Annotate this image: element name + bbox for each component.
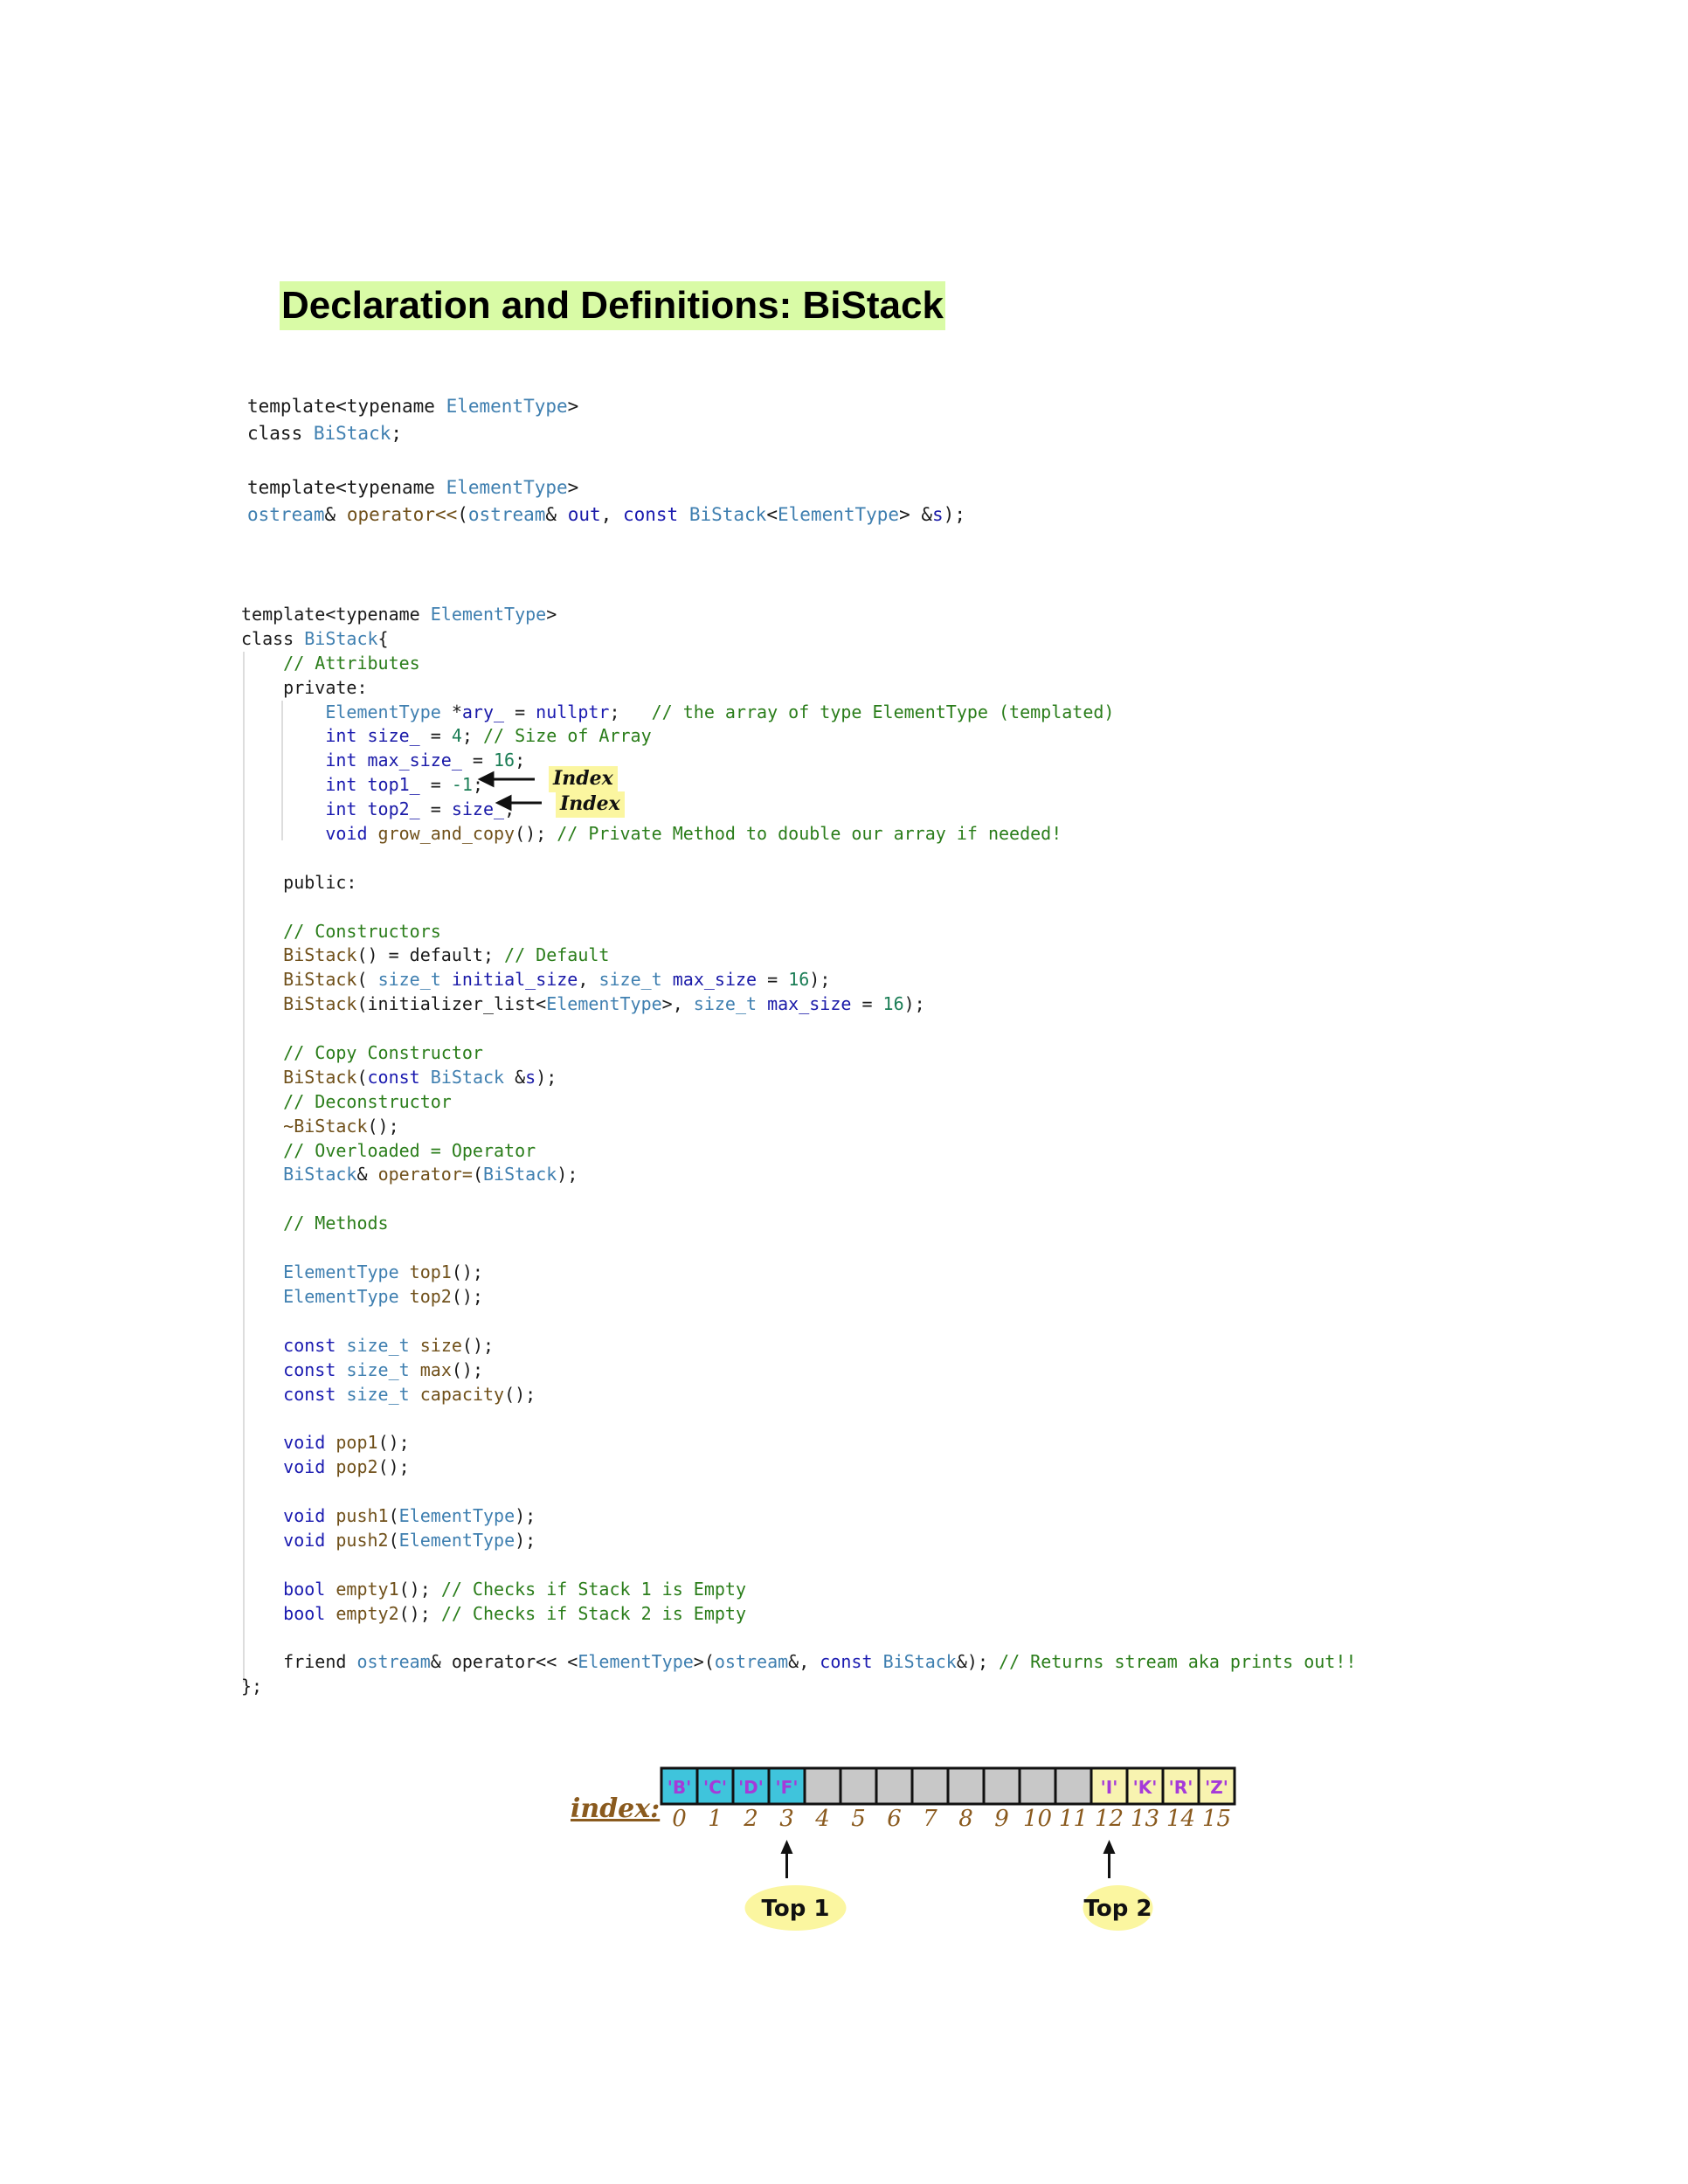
array-cell: [946, 1766, 986, 1806]
index-number: 2: [743, 1806, 758, 1832]
index-number: 3: [779, 1806, 794, 1832]
array-cell: [803, 1766, 842, 1806]
code-indent-guide: [281, 701, 283, 840]
index-number: 12: [1095, 1806, 1124, 1832]
array-cell-value: 'C': [703, 1777, 727, 1798]
index-number: 0: [672, 1806, 687, 1832]
array-cell: [767, 1766, 806, 1806]
index-number: 10: [1023, 1806, 1052, 1832]
index-number: 15: [1202, 1806, 1231, 1832]
code-indent-guide: [243, 652, 245, 1683]
top2-highlight: [1083, 1885, 1153, 1931]
array-cell: [1018, 1766, 1057, 1806]
array-cell: [1161, 1766, 1200, 1806]
array-cell: [875, 1766, 914, 1806]
array-cell: [982, 1766, 1021, 1806]
index-number: 7: [923, 1806, 937, 1832]
index-annotation-top2: Index: [556, 791, 625, 818]
array-cell: [910, 1766, 950, 1806]
array-cell: [1054, 1766, 1093, 1806]
array-cell: [660, 1766, 699, 1806]
index-label: index:: [571, 1794, 660, 1824]
index-annotation-top1: Index: [549, 766, 618, 792]
array-cell: [731, 1766, 771, 1806]
array-cell: [1125, 1766, 1165, 1806]
array-cell: [839, 1766, 878, 1806]
array-cell: [695, 1766, 735, 1806]
array-cell-value: 'Z': [1205, 1777, 1228, 1798]
forward-declarations: template<typename ElementType> class BiS…: [247, 396, 965, 525]
array-cell-value: 'R': [1169, 1777, 1193, 1798]
index-number: 6: [887, 1806, 902, 1832]
array-cell-value: 'D': [738, 1777, 764, 1798]
array-cell-value: 'K': [1133, 1777, 1158, 1798]
index-number: 1: [708, 1806, 723, 1832]
index-number: 14: [1166, 1806, 1195, 1832]
top2-label: Top 2: [1084, 1896, 1152, 1922]
top1-label: Top 1: [762, 1896, 830, 1922]
top1-highlight: [744, 1885, 847, 1931]
page-title: Declaration and Definitions: BiStack: [280, 281, 945, 330]
array-cell-value: 'F': [776, 1777, 799, 1798]
class-declaration: template<typename ElementType>class BiSt…: [241, 604, 1357, 1697]
top1-arrowhead: [780, 1840, 793, 1854]
array-cell: [1197, 1766, 1236, 1806]
index-number: 4: [814, 1806, 830, 1832]
array-cell-value: 'B': [668, 1777, 692, 1798]
index-number: 5: [851, 1806, 866, 1832]
top2-arrowhead: [1103, 1840, 1116, 1854]
index-number: 13: [1131, 1806, 1159, 1832]
array-cell-value: 'I': [1101, 1777, 1118, 1798]
array-cell: [1090, 1766, 1129, 1806]
index-number: 8: [958, 1806, 973, 1832]
index-number: 9: [994, 1806, 1009, 1832]
index-number: 11: [1059, 1806, 1088, 1832]
